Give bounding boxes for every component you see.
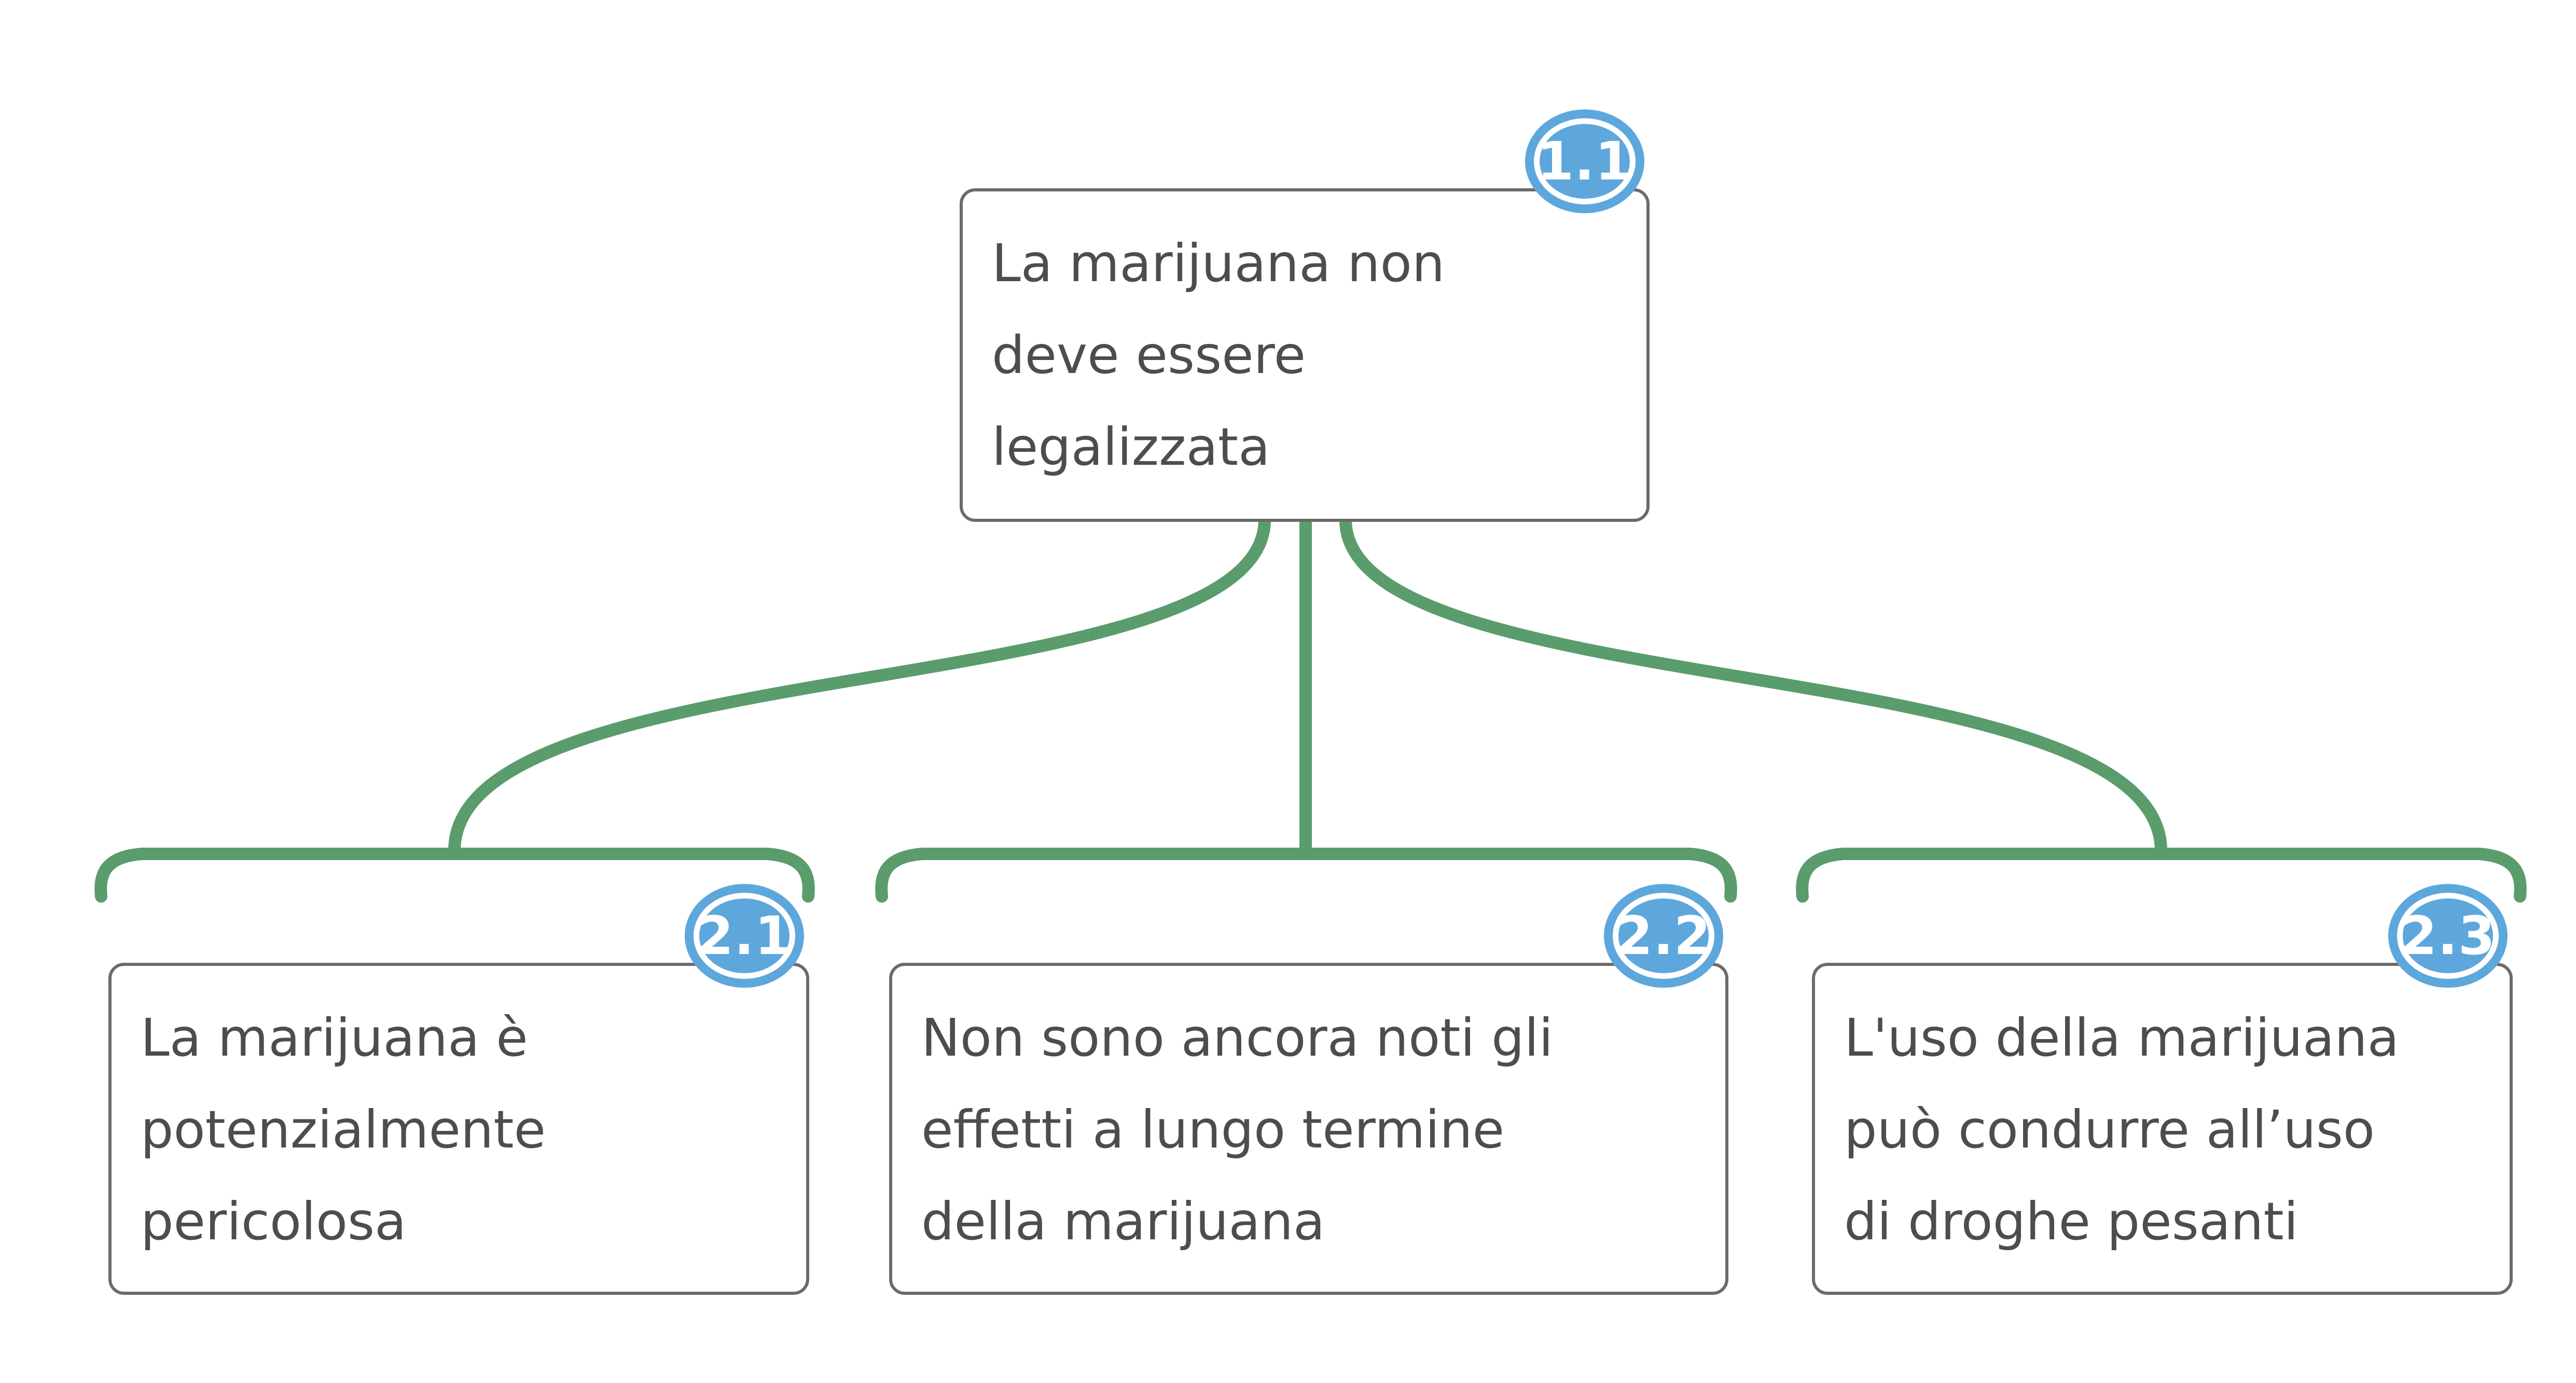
node-box-2-3[interactable]: 2.3 L'uso della marijuana può condurre a…: [1812, 884, 2513, 1295]
node-box-2-1[interactable]: 2.1 La marijuana è potenzialmente perico…: [108, 884, 809, 1295]
node-box-1-1[interactable]: 1.1 La marijuana non deve essere legaliz…: [960, 109, 1650, 522]
node-badge-1-1: 1.1: [1525, 109, 1644, 213]
node-text-line: legalizzata: [992, 417, 1270, 477]
node-text-line: deve essere: [992, 325, 1306, 385]
node-text-line: La marijuana non: [992, 233, 1445, 294]
node-text-line: effetti a lungo termine: [921, 1099, 1505, 1160]
node-text: La marijuana è potenzialmente pericolosa: [112, 966, 806, 1267]
node-text-line: Non sono ancora noti gli: [921, 1007, 1554, 1068]
node-badge-2-3: 2.3: [2388, 884, 2508, 988]
node-box-2-2[interactable]: 2.2 Non sono ancora noti gli effetti a l…: [889, 884, 1728, 1295]
bracket-2.1: [94, 848, 815, 903]
badge-label: 1.1: [1537, 130, 1632, 192]
node-text: Non sono ancora noti gli effetti a lungo…: [892, 966, 1725, 1267]
connector-1.1-to-2.3: [1339, 514, 2167, 857]
node-text-line: di droghe pesanti: [1844, 1191, 2298, 1252]
badge-ring-icon: [1613, 893, 1714, 979]
badge-ring-icon: [1534, 118, 1636, 204]
badge-ring-icon: [2397, 893, 2499, 979]
node-text: L'uso della marijuana può condurre all’u…: [1815, 966, 2510, 1267]
node-badge-2-1: 2.1: [685, 884, 804, 988]
badge-label: 2.1: [697, 905, 792, 967]
node-text-line: La marijuana è: [141, 1007, 528, 1068]
bracket-2.3: [1796, 848, 2527, 903]
node-badge-2-2: 2.2: [1604, 884, 1723, 988]
node-text-line: L'uso della marijuana: [1844, 1007, 2399, 1068]
node-text-line: pericolosa: [141, 1191, 407, 1252]
node-text-line: della marijuana: [921, 1191, 1325, 1252]
node-text-line: potenzialmente: [141, 1099, 546, 1160]
badge-ring-icon: [694, 893, 795, 979]
bracket-2.2: [875, 848, 1737, 903]
connector-1.1-to-2.1: [448, 514, 1271, 857]
node-text-line: può condurre all’uso: [1844, 1099, 2375, 1160]
badge-label: 2.3: [2400, 905, 2496, 967]
node-text: La marijuana non deve essere legalizzata: [963, 191, 1646, 493]
badge-label: 2.2: [1616, 905, 1711, 967]
